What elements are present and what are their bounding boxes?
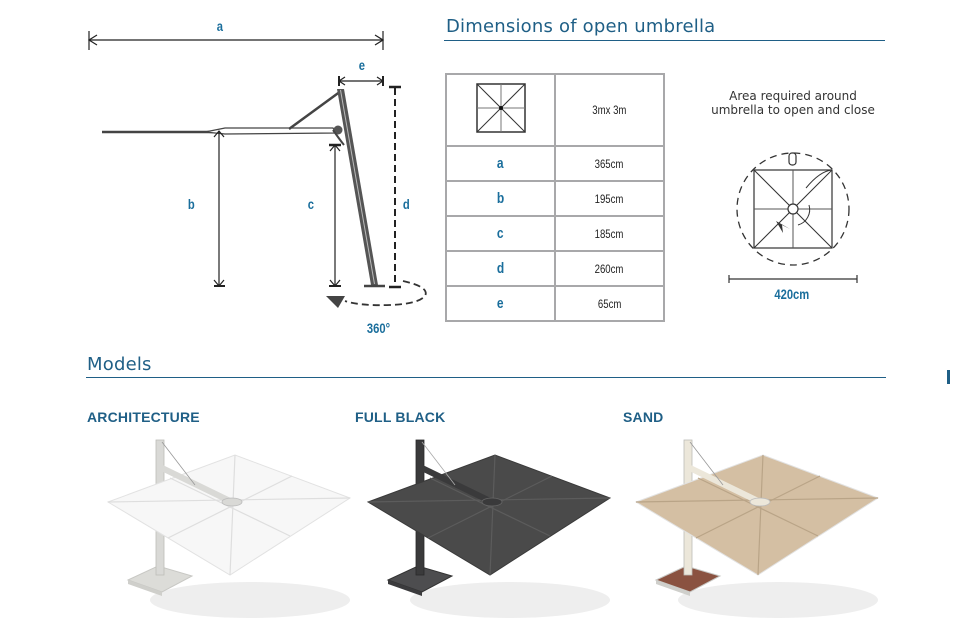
canopy-rib	[229, 454, 236, 576]
dimension-key: a	[497, 155, 504, 172]
model-name-full-black: FULL BLACK	[355, 409, 446, 425]
model-image-full-black	[366, 439, 612, 618]
dimension-c-arrow	[329, 143, 341, 287]
dimension-value: 65cm	[597, 296, 622, 311]
canopy-rib	[427, 475, 553, 539]
model-name-sand: SAND	[623, 409, 664, 425]
models-title: Models	[87, 354, 152, 375]
umbrella-base-side	[128, 580, 162, 596]
rotation-label: 360°	[366, 320, 391, 336]
label-b: b	[187, 196, 195, 212]
clearance-area-diagram	[728, 152, 858, 283]
table-row: 3mx 3m	[445, 73, 665, 147]
table-row: c 185cm	[445, 215, 665, 252]
table-row: a 365cm	[445, 145, 665, 182]
umbrella-hub	[481, 497, 503, 507]
dimension-d-dashed	[389, 85, 401, 289]
dimension-value: 260cm	[595, 261, 624, 276]
dimensions-title: Dimensions of open umbrella	[446, 16, 716, 37]
dimension-value: 195cm	[595, 191, 624, 206]
umbrella-base	[126, 565, 194, 593]
umbrella-top-view-cell	[445, 73, 556, 147]
umbrella-canopy	[366, 454, 612, 576]
area-caption: Area required around umbrella to open an…	[700, 89, 886, 117]
side-elevation-diagram	[87, 31, 427, 308]
dimension-key: d	[496, 260, 505, 277]
umbrella-arm	[102, 89, 345, 146]
umbrella-top-view-icon	[475, 83, 526, 133]
canopy-rib	[757, 454, 764, 576]
label-e: e	[358, 57, 366, 73]
umbrella-canopy	[106, 454, 352, 576]
area-caption-line1: Area required around	[729, 89, 857, 103]
umbrella-pole	[337, 89, 385, 288]
scrollbar-thumb[interactable]	[947, 370, 950, 384]
umbrella-arm	[160, 465, 234, 505]
label-a: a	[216, 18, 224, 34]
model-image-architecture	[106, 439, 352, 618]
dimension-b-arrow	[213, 130, 225, 287]
rotation-360-icon	[326, 280, 427, 308]
umbrella-base-side	[656, 580, 690, 596]
umbrella-hub	[749, 497, 771, 507]
label-d: d	[402, 196, 410, 212]
ground-shadow	[410, 582, 610, 618]
table-row: d 260cm	[445, 250, 665, 287]
umbrella-base	[654, 565, 722, 593]
ground-shadow	[150, 582, 350, 618]
dimension-key: c	[497, 225, 504, 242]
umbrella-base-side	[388, 580, 422, 596]
canopy-rib	[489, 454, 496, 576]
models-title-rule	[86, 377, 886, 378]
model-image-sand	[634, 439, 880, 618]
dimension-a-arrow	[87, 31, 385, 50]
model-name-architecture: ARCHITECTURE	[87, 409, 200, 425]
umbrella-hub	[221, 497, 243, 507]
canopy-rib	[167, 475, 293, 539]
area-diameter-label: 420cm	[774, 286, 810, 302]
dimension-key: e	[497, 295, 504, 312]
size-label: 3mx 3m	[592, 103, 627, 117]
umbrella-cable	[689, 441, 724, 486]
label-c: c	[307, 196, 315, 212]
canopy-rib	[695, 475, 821, 539]
area-caption-line2: umbrella to open and close	[711, 103, 875, 117]
umbrella-arm	[420, 465, 494, 505]
ground-shadow	[678, 582, 878, 618]
table-row: b 195cm	[445, 180, 665, 217]
umbrella-canopy	[634, 454, 880, 576]
dimension-key: b	[496, 190, 505, 207]
dimension-e-arrow	[337, 76, 385, 86]
umbrella-cable	[161, 441, 196, 486]
dimension-value: 185cm	[595, 226, 624, 241]
dimensions-title-rule	[444, 40, 885, 41]
umbrella-cable	[421, 441, 456, 486]
table-row: e 65cm	[445, 285, 665, 322]
dimension-value: 365cm	[595, 156, 624, 171]
dimensions-table: 3mx 3m a 365cm b 195cm c 185cm d 260cm e…	[445, 73, 665, 322]
umbrella-arm	[688, 465, 762, 505]
